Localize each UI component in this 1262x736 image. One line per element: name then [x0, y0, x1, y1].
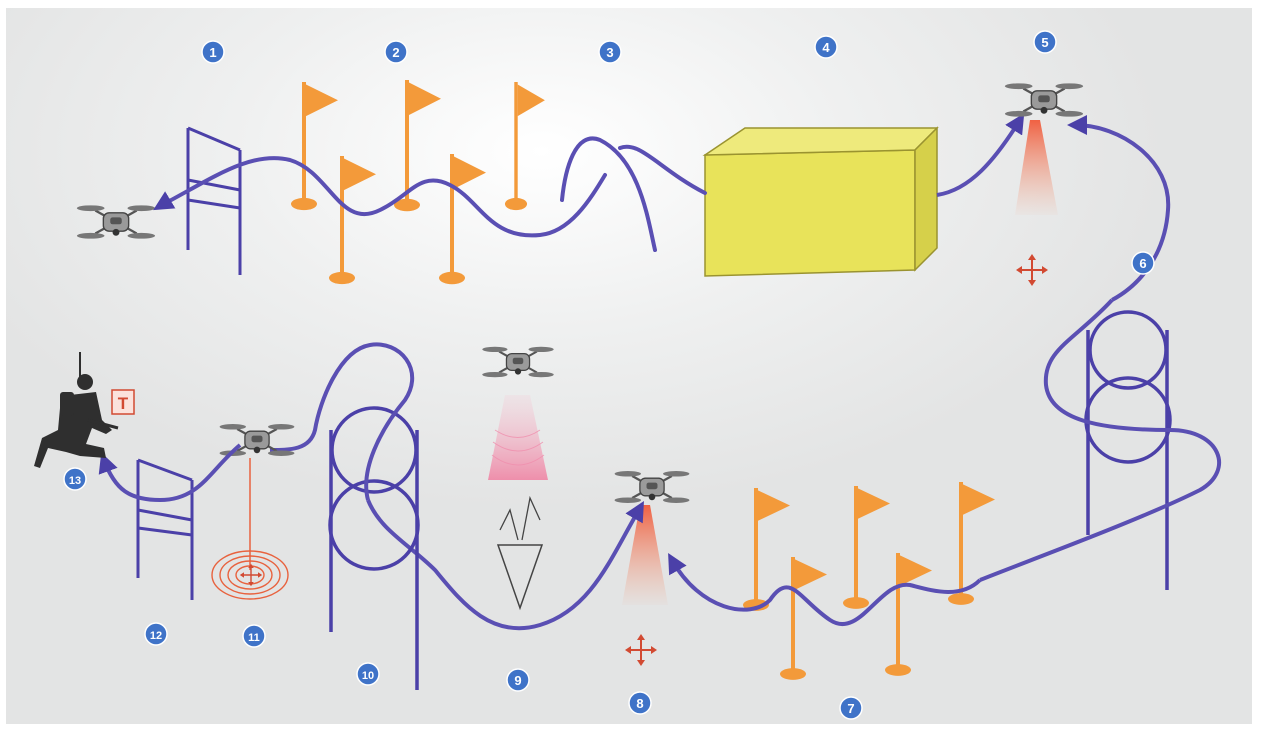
step-marker-label: 10	[362, 670, 374, 682]
step-marker-2: 2	[384, 40, 408, 64]
target-box: T	[111, 389, 135, 415]
step-marker-10: 10	[356, 662, 380, 686]
flight-path-box-exit	[936, 113, 1025, 197]
path-arrow-start	[153, 191, 176, 211]
step-marker-label: 11	[248, 632, 260, 644]
step-marker-label: 5	[1041, 35, 1048, 50]
step-marker-1: 1	[201, 40, 225, 64]
step-marker-circle	[384, 40, 408, 64]
landing-triangle	[496, 544, 544, 611]
kneeling-soldier-icon	[34, 352, 119, 468]
flight-path-loops-10	[269, 342, 415, 501]
step-marker-circle	[63, 467, 87, 491]
step-marker-13: 13	[63, 467, 87, 491]
flight-path-final	[98, 443, 242, 503]
flight-path-9	[366, 499, 638, 631]
target-label: T	[118, 394, 129, 413]
step-marker-circle	[628, 691, 652, 715]
step-marker-5: 5	[1033, 30, 1057, 54]
step-marker-8: 8	[628, 691, 652, 715]
step-marker-7: 7	[839, 696, 863, 720]
flight-path-top	[158, 136, 707, 252]
loop-tower-10	[328, 406, 420, 690]
step-marker-12: 12	[144, 622, 168, 646]
step-marker-circle	[506, 668, 530, 692]
step-marker-label: 7	[847, 701, 854, 716]
step-marker-6: 6	[1131, 251, 1155, 275]
scan-beam-8	[622, 505, 668, 605]
step-marker-3: 3	[598, 40, 622, 64]
step-marker-label: 13	[69, 475, 81, 487]
step-marker-label: 9	[514, 673, 521, 688]
scan-beam-5	[1015, 120, 1058, 215]
step-marker-11: 11	[242, 624, 266, 648]
step-marker-label: 8	[636, 696, 643, 711]
step-marker-label: 6	[1139, 256, 1146, 271]
step-marker-label: 2	[392, 45, 399, 60]
step-marker-circle	[598, 40, 622, 64]
tunnel-box	[702, 126, 939, 277]
landing-arrows-9	[499, 495, 541, 541]
step-marker-label: 12	[150, 630, 162, 642]
step-marker-circle	[1033, 30, 1057, 54]
step-marker-9: 9	[506, 668, 530, 692]
gate-frame-12	[136, 458, 194, 600]
step-marker-circle	[144, 622, 168, 646]
path-arrow-8	[625, 501, 644, 524]
step-marker-circle	[1131, 251, 1155, 275]
step-marker-circle	[839, 696, 863, 720]
descent-rings-9	[491, 429, 545, 466]
step-marker-label: 4	[822, 40, 830, 55]
step-marker-label: 3	[606, 45, 613, 60]
step-marker-circle	[356, 662, 380, 686]
step-marker-circle	[201, 40, 225, 64]
step-marker-circle	[242, 624, 266, 648]
flight-path-flags-7	[668, 553, 982, 626]
flight-path-loops	[979, 298, 1221, 582]
step-marker-circle	[814, 35, 838, 59]
step-marker-4: 4	[814, 35, 838, 59]
step-marker-label: 1	[209, 45, 216, 60]
flight-path-right-up	[1067, 115, 1171, 302]
